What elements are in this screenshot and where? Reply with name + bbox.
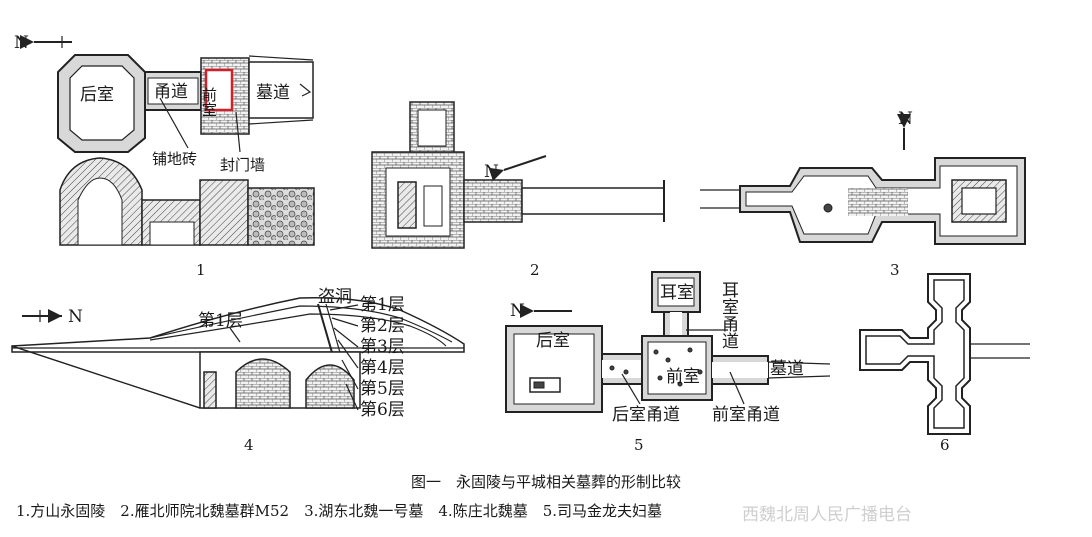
p2-tomb-path [521,187,665,215]
p4-ramp-line [11,345,201,409]
p1-section-tomb-path [247,187,315,246]
panel-2-north-arrow-icon [488,155,547,182]
p1-section-rear-void [77,177,123,246]
panel-1-rear-chamber-label: 后室 [80,85,114,105]
panel-5: N 耳室 后室 前室 墓道 耳室甬道 后室甬道 [505,271,831,454]
panel-5-number: 5 [634,436,644,454]
panel-1-floor-brick-label: 铺地砖 [152,150,197,168]
panel-4-layer-label: 第6层 [360,400,405,420]
p1-leader-floor-brick [159,97,189,149]
p2-platform [423,185,443,227]
panel-4-layer1-left-label: 第1层 [198,311,243,331]
panel-3: N 3 [700,109,1026,279]
p2-coffin [397,181,417,229]
p5-artifacts [609,347,703,387]
p4-layer-line [149,313,447,347]
p6-outline-outer [859,273,971,435]
p6-tomb-path [970,343,1030,359]
panel-1-tomb-path-label: 墓道 [256,83,290,103]
p1-tomb-path [248,61,314,119]
panel-6-number: 6 [940,436,950,454]
panel-4-layer-label: 第4层 [360,358,405,378]
panel-5-north-label: N [510,301,525,321]
figure-legend: 1.方山永固陵 2.雁北师院北魏墓群M52 3.湖东北魏一号墓 4.陈庄北魏墓 … [16,502,663,520]
panel-4-number: 4 [244,436,254,454]
p4-mound [11,297,465,353]
panel-4-layer-label: 第2层 [360,316,405,336]
panel-3-north-label: N [898,109,913,129]
panel-4-layer-label: 第3层 [360,337,405,357]
panel-4-layer-label: 第1层 [360,295,405,315]
panel-6: 6 [859,273,1030,454]
panel-5-ear-chamber-label: 耳室 [660,283,694,303]
panel-1: N 后室 甬道 前室 墓道 铺地砖 封门墙 1 [14,33,315,279]
panel-2-number: 2 [530,261,540,279]
p5-ear-passage-inner [670,312,682,338]
p6-outline-inner [865,279,965,429]
p1-passage-inner [147,77,199,105]
panel-4-layer-label: 第5层 [360,379,405,399]
p2-passage [463,179,523,223]
p5-rear-passage-leader [621,373,641,405]
p4-layer1-leader [229,327,241,343]
p4-arch-2 [305,364,355,409]
panel-4-layer-labels: 第1层 第2层 第3层 第4层 第5层 第6层 [360,295,405,420]
p5-ear-chamber-inner [657,277,695,307]
p5-artifact [533,381,545,389]
panel-2: N 2 [371,101,665,279]
p5-rear-chamber-inner [513,333,595,405]
p4-layer-line [149,305,453,343]
p1-leader-seal-wall [235,111,241,153]
panel-4-looting-hole-label: 盗洞 [318,287,352,307]
p4-arch-1 [235,358,291,409]
p5-rear-passage-inner [602,360,642,378]
panel-1-north-label: N [14,33,29,53]
panel-1-front-chamber-label: 前室 [200,87,218,117]
p2-top-chamber-inner [417,109,447,147]
p3-brick-floor [848,188,908,216]
p5-front-passage-inner [712,362,768,378]
panel-5-ear-passage-label: 耳室甬道 [718,281,739,349]
p1-tomb-path-edges [248,55,314,125]
p4-left-wall [203,371,217,409]
p1-rear-chamber-inner [69,65,135,141]
panel-5-front-passage-label: 前室甬道 [712,405,780,425]
panel-1-seal-wall-label: 封门墙 [220,156,265,174]
p1-section-passage-void [149,221,195,246]
figure-caption: 图一 永固陵与平城相关墓葬的形制比较 [410,473,681,491]
panel-5-front-chamber-label: 前室 [666,367,700,387]
p1-section-front [199,179,249,246]
p4-layer-leaders [329,304,359,411]
panel-2-north-label: N [484,162,499,182]
panel-1-passage-label: 甬道 [154,82,188,102]
diagram-svg: N 后室 甬道 前室 墓道 铺地砖 封门墙 1 [11,33,1030,454]
p3-coffin [961,187,997,215]
p1-break-mark [299,83,312,97]
p3-artifact [823,203,833,213]
p5-tomb-path-lines [767,361,831,379]
panel-5-rear-chamber-label: 后室 [536,331,570,351]
panel-3-number: 3 [890,261,900,279]
p5-front-passage-leader [729,371,745,405]
panel-5-tomb-path-label: 墓道 [770,359,804,379]
panel-4: N 盗洞 第1层 第1层 第2层 第3层 第4层 第5层 第6层 4 [11,287,465,454]
panel-1-number: 1 [196,261,206,279]
p1-front-chamber-highlight [204,68,234,112]
panel-5-rear-passage-label: 后室甬道 [612,405,680,425]
panel-4-north-label: N [68,307,83,327]
watermark: 西魏北周人民广播电台 [742,505,912,525]
